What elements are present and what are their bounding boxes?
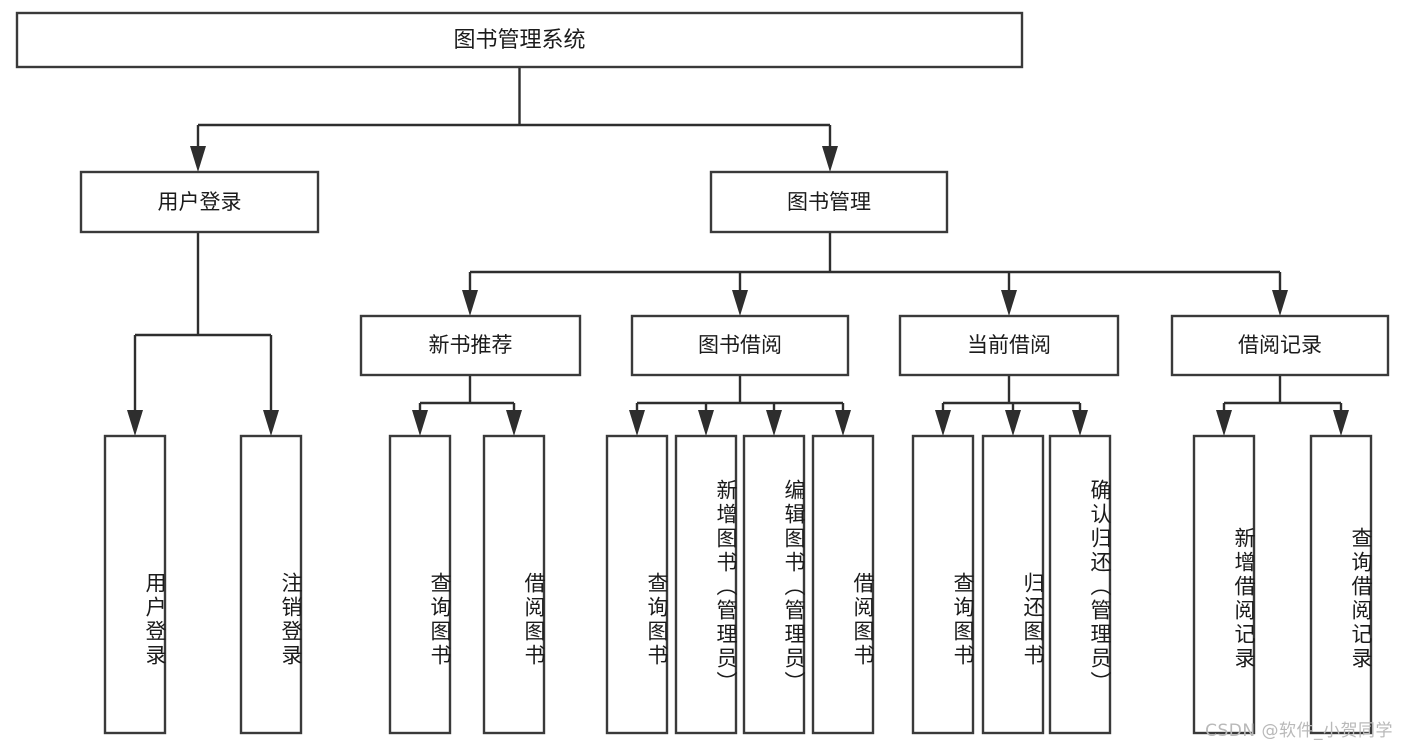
node-book-borrow-label: 图书借阅	[698, 333, 782, 357]
arrowhead-leaf-user-login	[127, 410, 143, 436]
arrowhead-leaf-borrow-book-2	[835, 410, 851, 436]
node-leaf-borrow-book-1[interactable]	[482, 434, 546, 735]
arrowhead-leaf-query-book-1	[412, 410, 428, 436]
node-leaf-add-book[interactable]	[674, 434, 738, 735]
arrowhead-leaf-logout	[263, 410, 279, 436]
node-root-book-management-system[interactable]	[15, 11, 1024, 69]
node-new-book-recommend[interactable]	[359, 314, 582, 377]
node-leaf-confirm-return[interactable]	[1048, 434, 1112, 735]
node-leaf-user-login[interactable]	[103, 434, 167, 735]
arrowhead-leaf-edit-book	[766, 410, 782, 436]
node-leaf-query-book-3[interactable]	[911, 434, 975, 735]
edge-userlogin-split	[133, 232, 273, 422]
node-leaf-add-record[interactable]	[1192, 434, 1256, 735]
edge-newbookrec-split	[418, 375, 516, 422]
node-current-borrow-label: 当前借阅	[967, 333, 1051, 357]
node-user-login[interactable]	[79, 170, 320, 234]
node-leaf-return-book[interactable]	[981, 434, 1045, 735]
connector-layer	[127, 67, 1349, 436]
arrowhead-leaf-confirm-return	[1072, 410, 1088, 436]
node-leaf-edit-book[interactable]	[742, 434, 806, 735]
edge-root-to-level2	[196, 67, 832, 158]
edge-bookmanage-split	[468, 232, 1282, 302]
arrowhead-current-borrow	[1001, 290, 1017, 316]
arrowhead-leaf-query-book-2	[629, 410, 645, 436]
edge-bookborrow-split	[635, 375, 845, 422]
node-leaf-query-book-1[interactable]	[388, 434, 452, 735]
edge-borrowrecord-split	[1222, 375, 1343, 422]
node-leaf-borrow-book-2[interactable]	[811, 434, 875, 735]
arrowhead-leaf-add-record	[1216, 410, 1232, 436]
node-leaf-logout[interactable]	[239, 434, 303, 735]
node-leaf-query-record[interactable]	[1309, 434, 1373, 735]
arrowhead-leaf-query-record	[1333, 410, 1349, 436]
arrowhead-leaf-add-book	[698, 410, 714, 436]
arrowhead-leaf-return-book	[1005, 410, 1021, 436]
node-borrow-record[interactable]	[1170, 314, 1390, 377]
arrowhead-leaf-query-book-3	[935, 410, 951, 436]
node-new-book-recommend-label: 新书推荐	[429, 333, 513, 357]
node-layer: 图书管理系统 用户登录 图书管理 新书推荐 图书借阅 当前借阅 借阅记录	[15, 11, 1390, 735]
node-current-borrow[interactable]	[898, 314, 1120, 377]
node-root-label: 图书管理系统	[453, 28, 585, 53]
arrowhead-leaf-borrow-book-1	[506, 410, 522, 436]
node-book-borrow[interactable]	[630, 314, 850, 377]
node-user-login-label: 用户登录	[158, 190, 242, 214]
arrowhead-borrow-record	[1272, 290, 1288, 316]
node-borrow-record-label: 借阅记录	[1238, 333, 1322, 357]
arrowhead-book-borrow	[732, 290, 748, 316]
arrowhead-book-manage	[822, 146, 838, 172]
node-book-manage[interactable]	[709, 170, 949, 234]
node-book-manage-label: 图书管理	[787, 190, 871, 214]
csdn-watermark: CSDN @软件_小贺同学	[1205, 721, 1393, 741]
arrowhead-user-login	[190, 146, 206, 172]
node-leaf-query-book-2[interactable]	[605, 434, 669, 735]
arrowhead-new-book-rec	[462, 290, 478, 316]
